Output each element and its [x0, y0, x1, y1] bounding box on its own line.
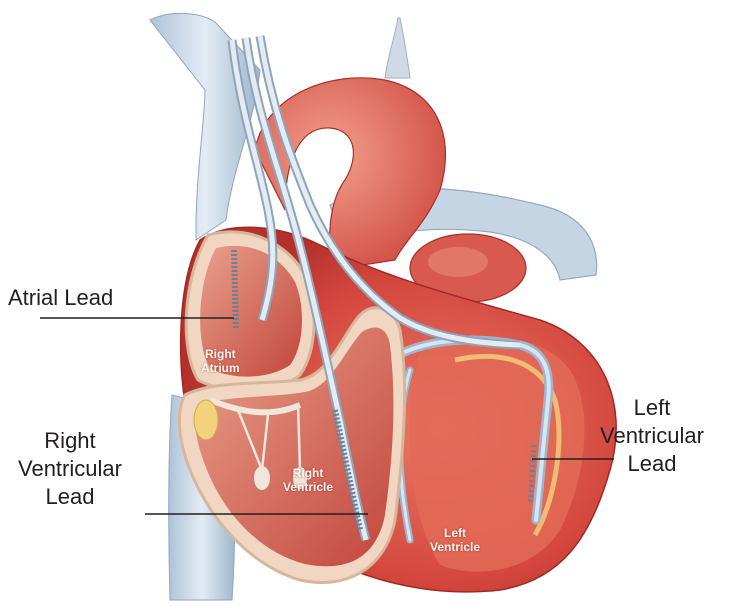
rv-lead-line-2: Ventricular: [18, 455, 122, 483]
lv-lead-line-2: Ventricular: [600, 422, 704, 450]
lv-line-2: Ventricle: [430, 540, 480, 554]
left-ventricle-label: Left Ventricle: [430, 526, 480, 554]
small-vessel-top: [385, 18, 410, 78]
ra-line-2: Atrium: [201, 361, 240, 375]
lv-lead-line-1: Left: [600, 394, 704, 422]
rv-line-1: Right: [283, 466, 333, 480]
lv-lead-line-3: Lead: [600, 450, 704, 478]
right-atrium-label: Right Atrium: [201, 347, 240, 375]
rv-lead-line-3: Lead: [18, 483, 122, 511]
rv-line-2: Ventricle: [283, 480, 333, 494]
atrial-lead-label: Atrial Lead: [8, 284, 113, 312]
fat-deposit: [194, 400, 218, 440]
rv-lead-line-1: Right: [18, 427, 122, 455]
right-ventricular-lead-label: Right Ventricular Lead: [18, 427, 122, 511]
atrial-lead-text: Atrial Lead: [8, 284, 113, 312]
right-ventricle-label: Right Ventricle: [283, 466, 333, 494]
ra-line-1: Right: [201, 347, 240, 361]
lv-line-1: Left: [430, 526, 480, 540]
left-ventricular-lead-label: Left Ventricular Lead: [600, 394, 704, 478]
